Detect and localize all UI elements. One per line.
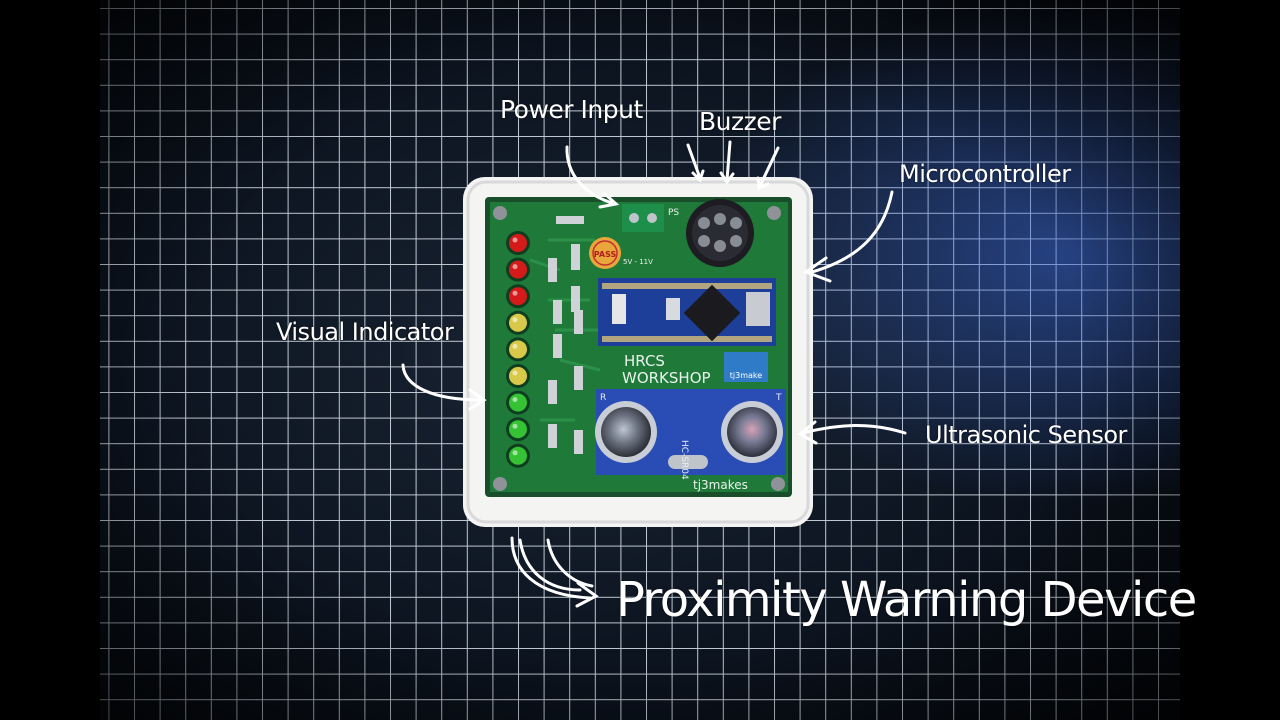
buzzer-arrow-left (686, 143, 705, 183)
voltage-label: 5V - 11V (623, 258, 653, 266)
workshop-silkscreen: HRCS WORKSHOP tj3make (622, 352, 768, 387)
power-terminal: PS 5V - 11V (622, 204, 679, 266)
led-highlight (512, 370, 518, 376)
led-highlight (512, 397, 518, 403)
visual-indicator-arrow (401, 363, 487, 411)
led-green (509, 420, 527, 439)
led-highlight (512, 423, 518, 429)
microcontroller-label: Microcontroller (899, 160, 1071, 188)
power-input-arrow (565, 145, 620, 209)
led-yellow (509, 367, 527, 385)
ps-label: PS (668, 208, 679, 218)
microcontroller-arrow (802, 190, 894, 283)
logo-brand: tj3make (730, 371, 762, 380)
buzzer-label: Buzzer (699, 107, 781, 136)
led-highlight (512, 237, 518, 243)
led-highlight (512, 290, 518, 296)
sensor-r-text: R (600, 393, 606, 403)
ultrasonic-sensor-label: Ultrasonic Sensor (925, 421, 1127, 449)
visual-indicator-label: Visual Indicator (276, 318, 454, 346)
led-highlight (512, 450, 518, 456)
led-red (509, 234, 527, 252)
led-yellow (509, 340, 527, 359)
workshop-line2: WORKSHOP (622, 369, 711, 387)
led-green (509, 446, 527, 465)
pass-badge-text: PASS (594, 250, 617, 259)
buzzer-arrow-middle (719, 140, 735, 185)
buzzer-arrow-right (756, 146, 780, 191)
brand-silkscreen: tj3makes (693, 478, 748, 492)
workshop-line1: HRCS (624, 352, 665, 370)
led-green (509, 393, 527, 412)
microcontroller-board (598, 278, 776, 346)
title-label: Proximity Warning Device (616, 572, 1197, 628)
led-column (506, 231, 530, 468)
power-input-label: Power Input (500, 95, 643, 124)
annotation-arrows (401, 140, 907, 608)
ultrasonic-sensor-arrow (797, 420, 907, 445)
sensor-t-text: T (775, 393, 782, 403)
led-highlight (512, 264, 518, 270)
buzzer-component (686, 199, 754, 267)
sensor-model-text: HC-SR04 (679, 440, 689, 480)
led-yellow (509, 313, 527, 332)
right-black-bar (1180, 0, 1280, 720)
title-arrow (510, 536, 599, 608)
led-red (509, 260, 527, 279)
led-highlight (512, 343, 518, 349)
pass-sticker: PASS (589, 237, 621, 269)
led-highlight (512, 317, 518, 323)
ultrasonic-sensor-module: HC-SR04 R T (595, 389, 786, 480)
led-red (509, 287, 527, 306)
left-black-bar (0, 0, 100, 720)
